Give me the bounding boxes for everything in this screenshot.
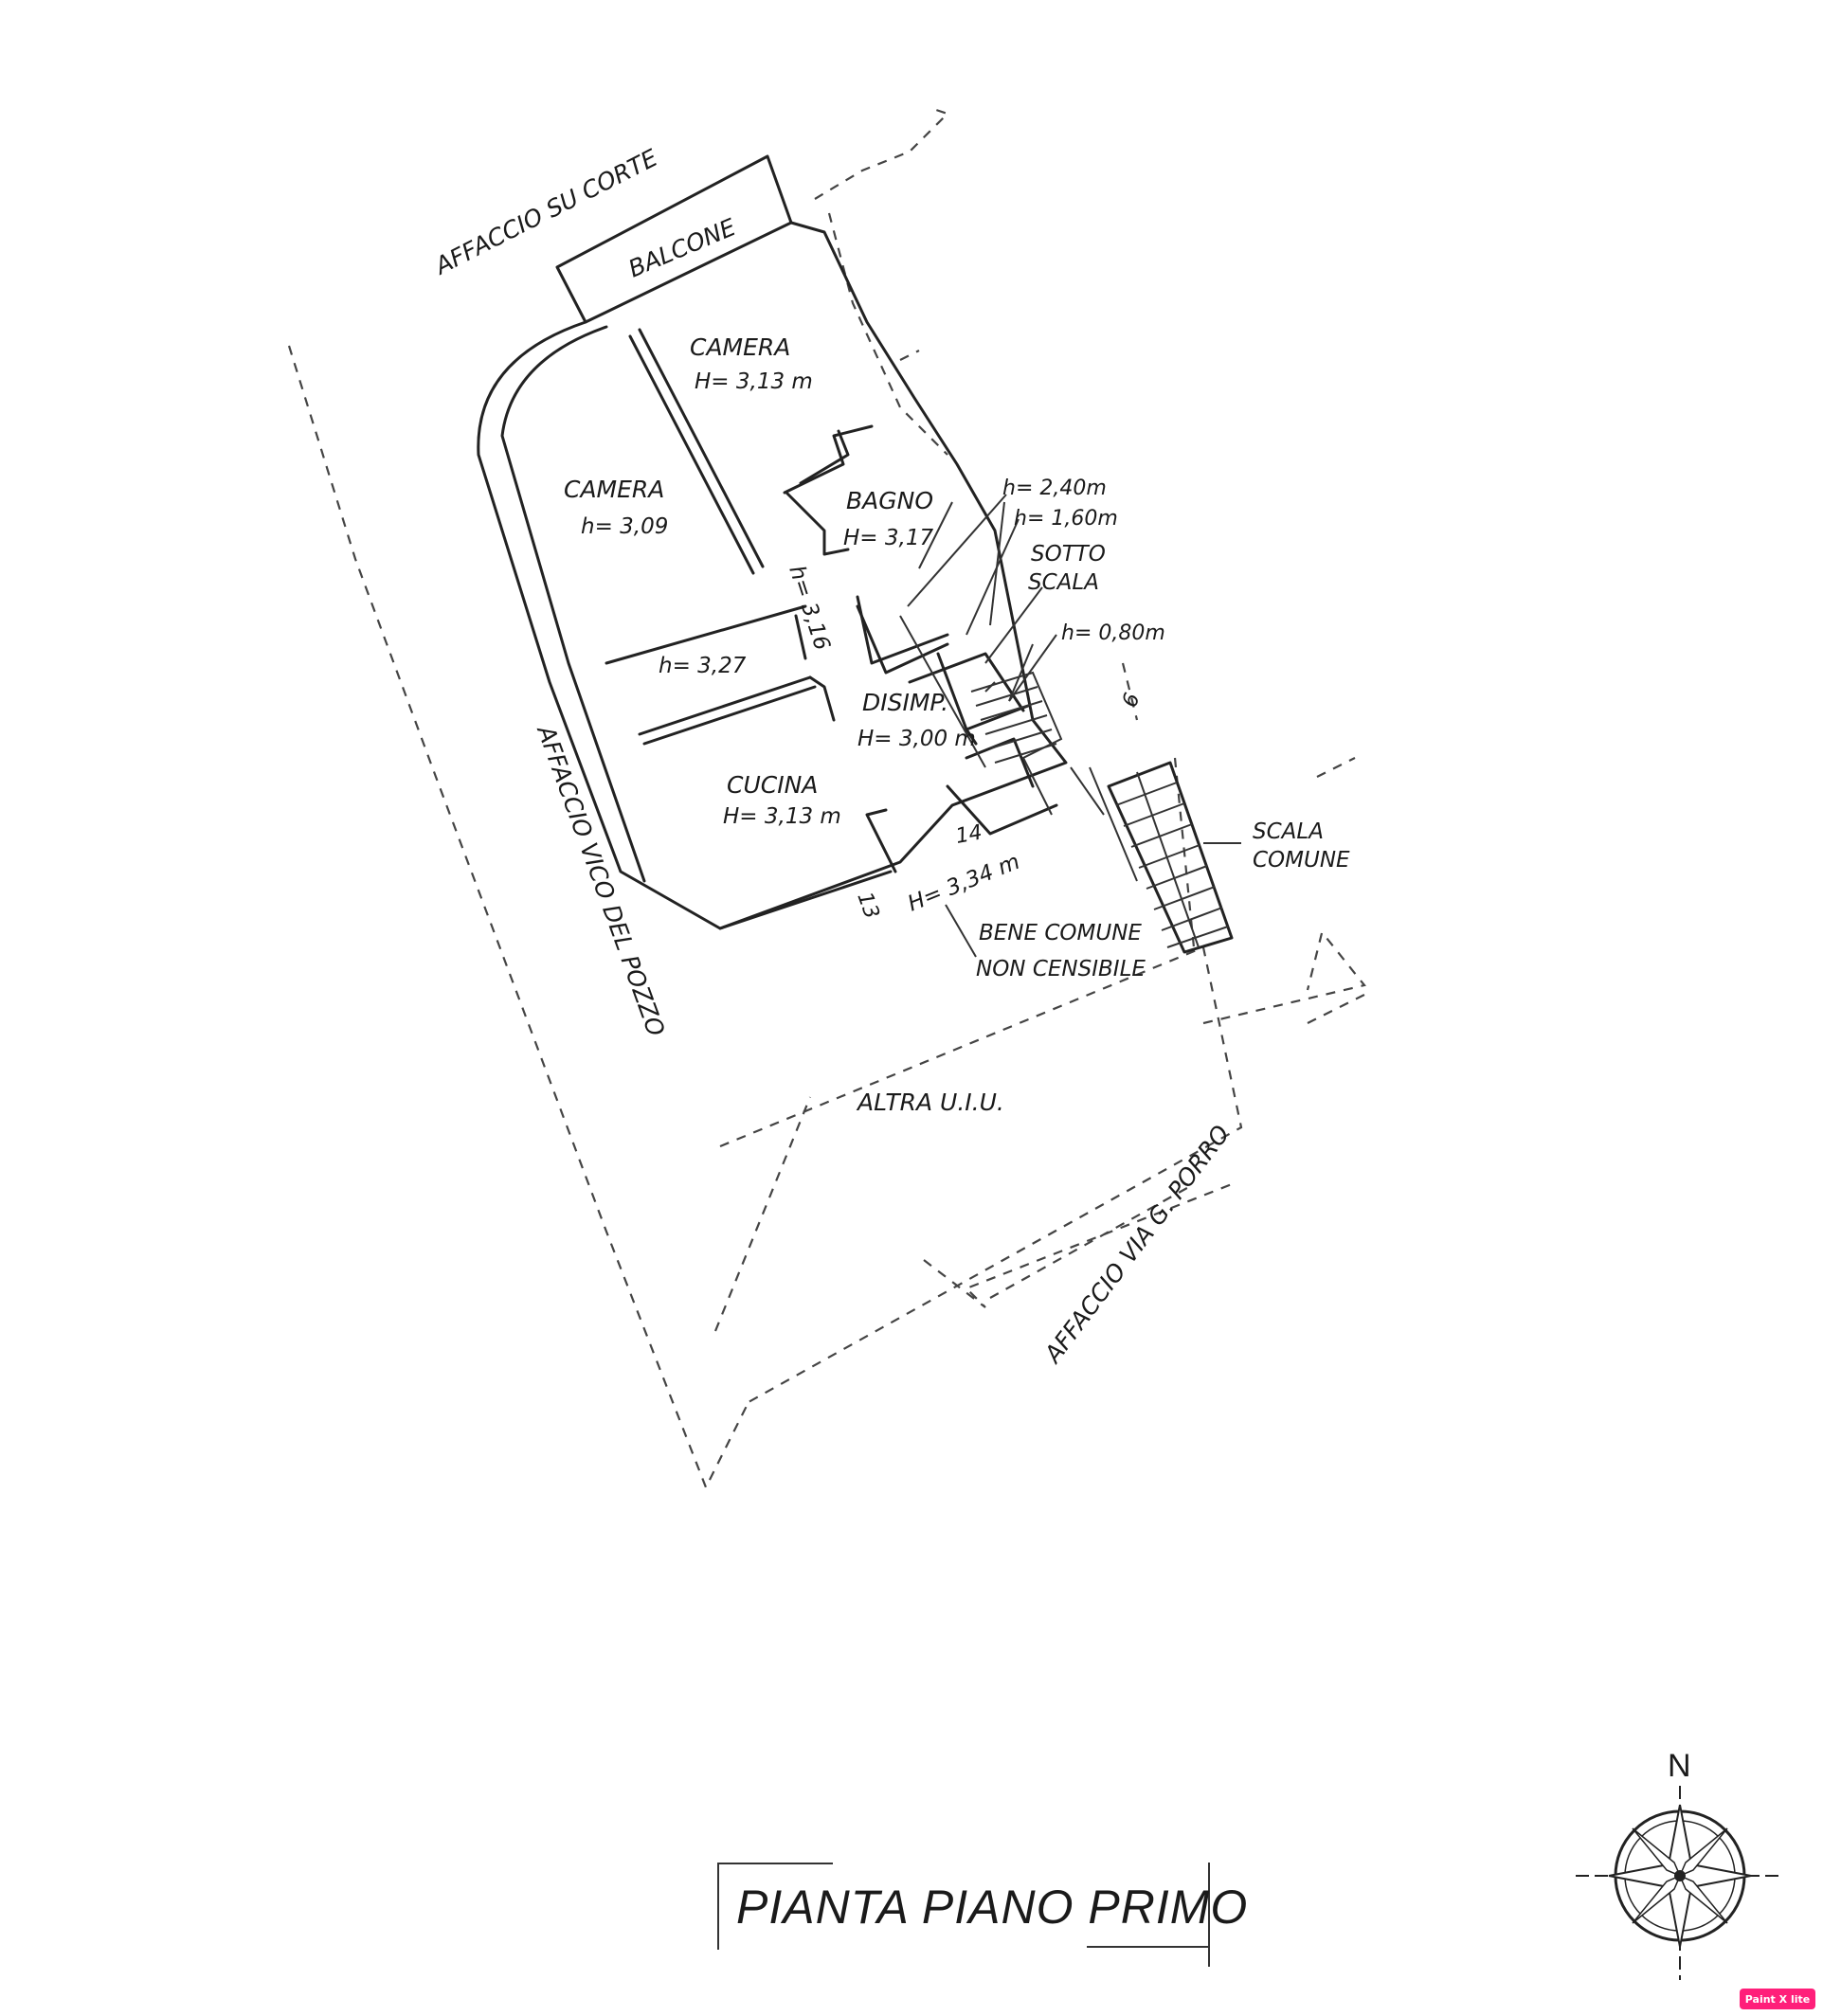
title-bracket-right [1208,1863,1210,1967]
plan-title: PIANTA PIANO PRIMO [736,1881,1249,1934]
title-bracket-bottom [1087,1946,1210,1948]
title-bracket-left [717,1863,833,1950]
height-corridor: h= 3,27 [659,654,747,678]
height-under-stair-1: h= 2,40m [1002,477,1107,500]
room-camera2-name: CAMERA [564,476,664,503]
label-affaccio-via: AFFACCIO VIA G. PORRO [1038,1120,1235,1369]
label-scala: SCALA [1028,570,1099,595]
height-stair-landing: H= 3,34 m [905,850,1023,917]
app-watermark-badge: Paint X lite [1740,1989,1815,2009]
room-cucina-height: H= 3,13 m [723,804,841,829]
label-affaccio-vico: AFFACCIO VICO DEL POZZO [532,720,670,1039]
common-stair [1070,761,1234,954]
step-number-13: 13 [852,890,883,923]
internal-stair [970,671,1063,816]
apartment-walls [477,221,1068,930]
compass-rose-icon [1576,1786,1784,1980]
room-camera1-name: CAMERA [690,333,790,361]
exterior-boundaries [287,107,1366,1490]
label-sotto: SOTTO [1031,542,1106,567]
room-disimp-height: H= 3,00 m [857,727,976,751]
step-number-6: 6 [1118,690,1145,711]
step-number-14: 14 [954,820,984,848]
label-other-unit: ALTRA U.I.U. [856,1089,1004,1116]
room-disimp-name: DISIMP. [862,689,948,716]
room-bagno-name: BAGNO [846,487,933,514]
room-cucina-name: CUCINA [727,771,818,799]
label-bene-comune-1: BENE COMUNE [979,921,1142,945]
label-scala-comune-1: SCALA [1253,819,1324,844]
label-scala-comune-2: COMUNE [1253,848,1350,873]
room-camera1-height: H= 3,13 m [695,369,813,394]
leader-lines [907,494,1241,958]
label-bene-comune-2: NON CENSIBILE [976,957,1146,981]
title-block: PIANTA PIANO PRIMO [717,1863,1247,1967]
compass-north-label: N [1668,1748,1691,1784]
room-camera2-height: h= 3,09 [581,514,668,539]
height-passage: h= 3,16 [784,563,834,654]
room-bagno-height: H= 3,17 [843,526,933,550]
height-under-stair-2: h= 1,60m [1014,507,1118,531]
height-under-stair-3: h= 0,80m [1061,621,1165,645]
